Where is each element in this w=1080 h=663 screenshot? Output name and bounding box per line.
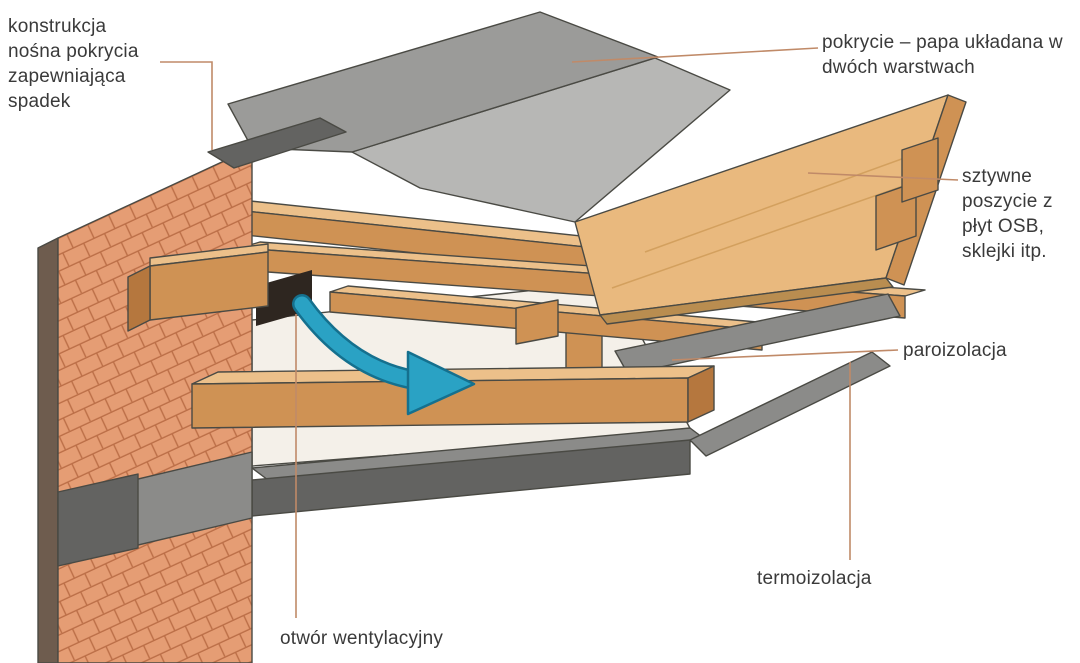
leader-sheathing xyxy=(807,172,959,181)
blocking-piece xyxy=(515,299,559,345)
label-vent-opening: otwór wentylacyjny xyxy=(280,628,444,649)
wall-beam-pocket xyxy=(57,473,139,567)
osb-sheathing xyxy=(574,94,967,325)
leader-vapor-barrier xyxy=(671,349,899,361)
vapor-barrier-layer xyxy=(614,293,901,375)
leader-covering xyxy=(571,47,819,63)
label-sheathing: sztywne poszycie z płyt OSB, sklejki itp… xyxy=(962,166,1053,262)
label-thermal-insulation: termoizolacja xyxy=(757,568,872,589)
slab-right-band xyxy=(689,351,891,457)
osb-edge xyxy=(599,277,894,325)
leader-support-structure xyxy=(160,61,213,150)
label-covering: pokrycie – papa układana w dwóch warstwa… xyxy=(822,32,1063,78)
main-front-beam xyxy=(191,365,715,429)
osb-grain-lines xyxy=(611,147,933,289)
wall-side-face xyxy=(37,237,59,663)
label-vapor-barrier: paroizolacja xyxy=(903,340,1007,361)
label-support-structure: konstrukcja nośna pokrycia zapewniająca … xyxy=(8,16,139,112)
support-block-2 xyxy=(901,137,939,203)
wall-top-cap xyxy=(207,117,347,169)
roof-covering-papa xyxy=(227,11,731,223)
airflow-arrow-icon xyxy=(292,294,476,416)
leader-lines xyxy=(160,47,959,618)
thermal-insulation-slab xyxy=(251,351,891,517)
wall-plate-beam xyxy=(127,243,269,332)
